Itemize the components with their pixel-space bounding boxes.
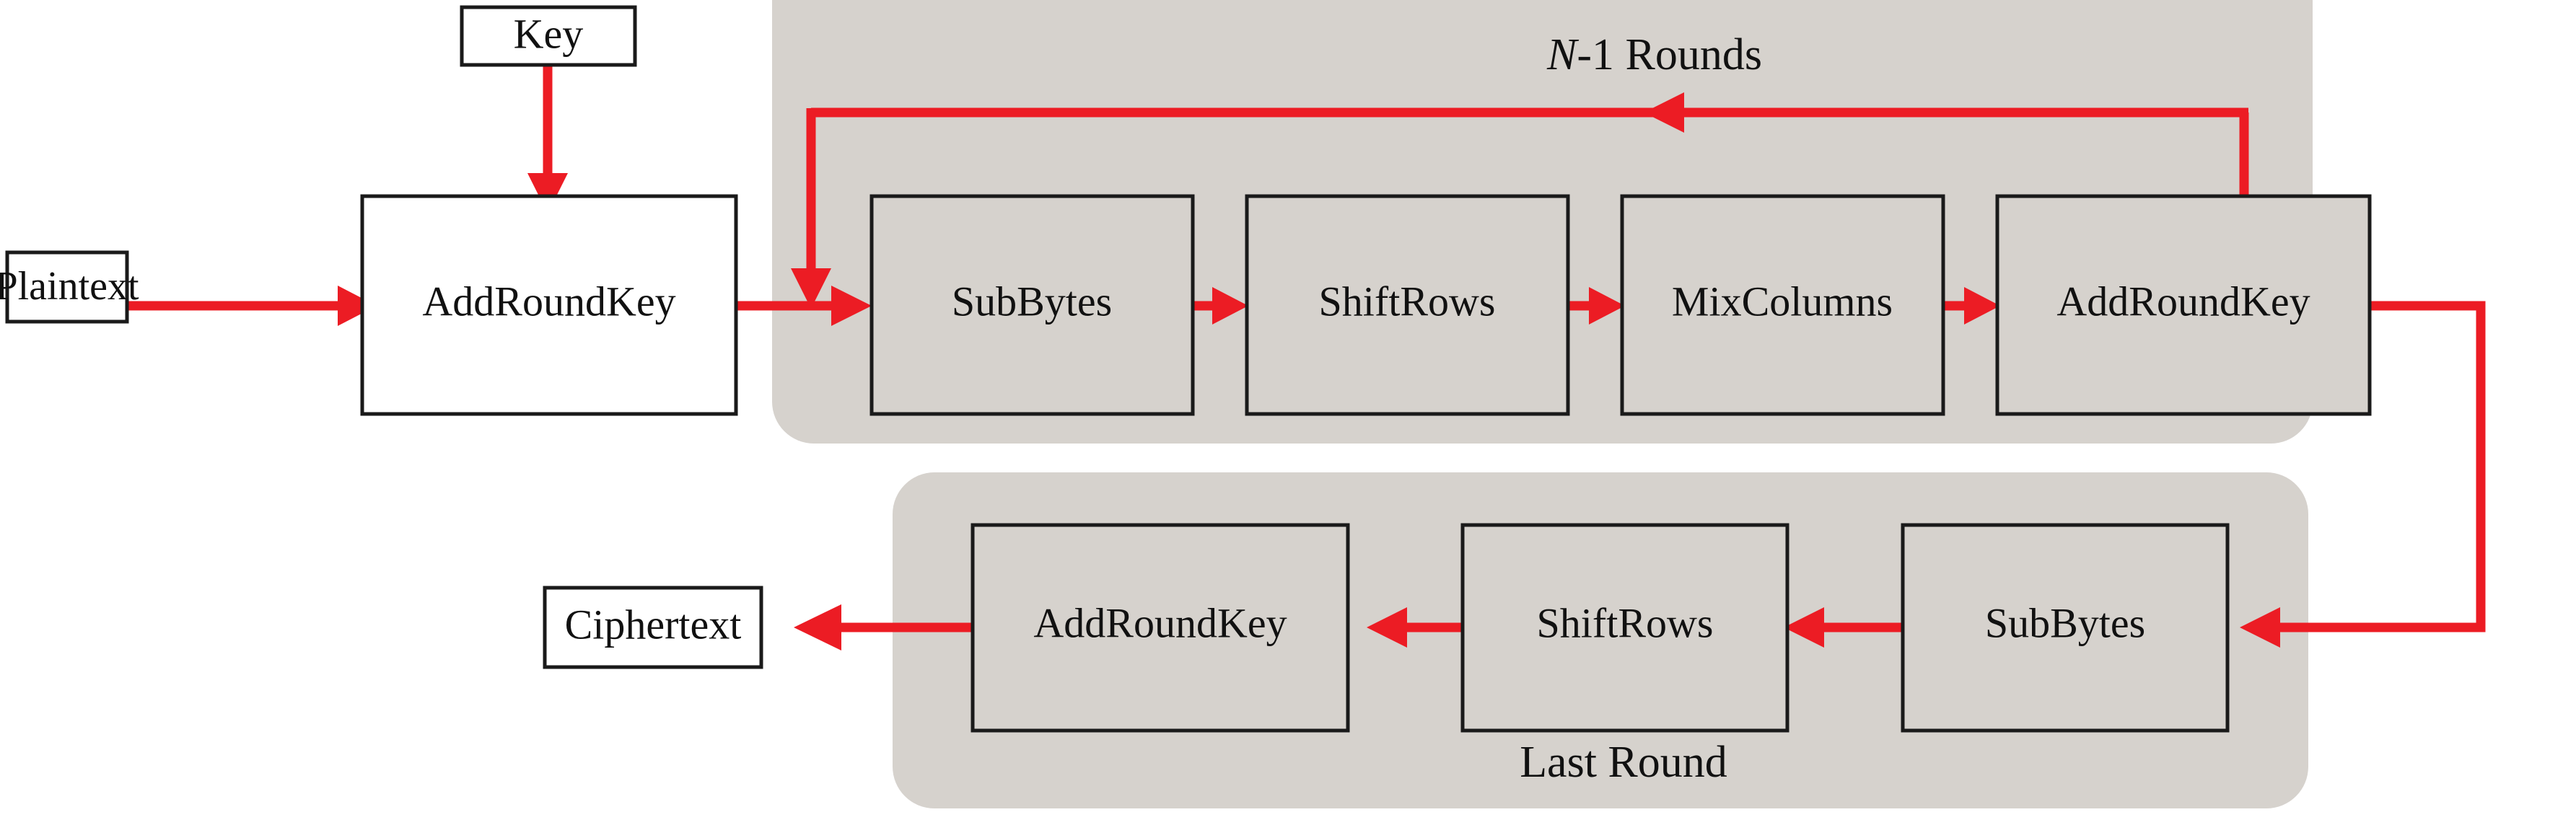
last-round-step-subbytes-label: SubBytes [1985, 599, 2145, 646]
last-round-caption: Last Round [1520, 738, 1727, 787]
connection-rounds-to-last-round [2240, 301, 2486, 648]
node-key[interactable]: Key [460, 5, 637, 67]
node-ciphertext-label: Ciphertext [565, 601, 742, 648]
last-round-step-subbytes[interactable]: SubBytes [1901, 523, 2230, 733]
round-step-subbytes-label: SubBytes [952, 278, 1112, 325]
rounds-to-last-round-arrowhead [2240, 607, 2280, 648]
round-step-shiftrows-label: ShiftRows [1319, 278, 1496, 325]
round-step-addroundkey-label: AddRoundKey [2056, 278, 2310, 325]
main-rounds-caption: N-1 Rounds [1546, 30, 1762, 79]
last-round-step-addroundkey[interactable]: AddRoundKey [971, 523, 1350, 733]
round-step-addroundkey[interactable]: AddRoundKey [1995, 194, 2372, 416]
round-step-mixcolumns-label: MixColumns [1672, 278, 1893, 325]
node-ciphertext[interactable]: Ciphertext [543, 586, 763, 669]
last-round-step-addroundkey-label: AddRoundKey [1033, 599, 1287, 646]
round-step-mixcolumns[interactable]: MixColumns [1620, 194, 1945, 416]
connection-shiftrows-to-mixcolumns [1567, 287, 1625, 325]
feedback-loop-arrowhead-mid [1644, 92, 1684, 133]
main-rounds-caption-rest: -1 Rounds [1577, 30, 1762, 79]
connection-addroundkey-to-subbytes [737, 286, 872, 326]
main-rounds-caption-emphasis: N [1546, 30, 1580, 79]
feedback-loop-arrowhead-down [791, 268, 831, 309]
node-initial-addroundkey-label: AddRoundKey [422, 278, 675, 325]
round-step-shiftrows[interactable]: ShiftRows [1245, 194, 1570, 416]
connection-plaintext-to-addroundkey [127, 286, 377, 326]
node-plaintext-label: Plaintext [0, 264, 139, 309]
node-initial-addroundkey[interactable]: AddRoundKey [360, 194, 738, 416]
round-step-subbytes[interactable]: SubBytes [869, 194, 1195, 416]
connection-key-to-addroundkey [527, 65, 568, 213]
last-round-step-shiftrows-label: ShiftRows [1537, 599, 1714, 646]
connection-last-addroundkey-to-ciphertext [794, 604, 974, 650]
node-plaintext[interactable]: Plaintext [0, 250, 139, 324]
connection-last-shiftrows-to-addroundkey [1367, 607, 1465, 648]
last-round-step-shiftrows[interactable]: ShiftRows [1460, 523, 1789, 733]
node-key-label: Key [514, 10, 584, 57]
connection-mixcolumns-to-addroundkey [1942, 287, 2000, 325]
